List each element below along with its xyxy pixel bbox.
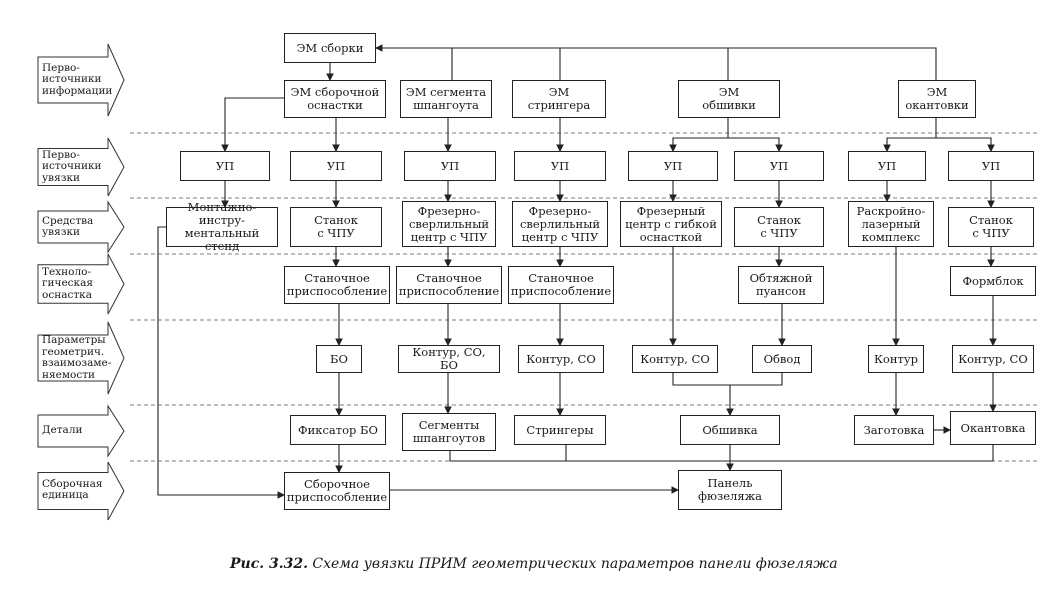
milling-center-box-2: Фрезерно- сверлильный центр с ЧПУ [512, 201, 608, 247]
row-label-r5: Параметры геометрич. взаимозаме- няемост… [42, 334, 112, 381]
row-label-r7: Сборочная единица [42, 477, 103, 501]
row-arrow-1 [37, 43, 125, 117]
stretch-punch-box: Обтяжной пуансон [738, 266, 824, 304]
assembly-stand-box: Монтажно-инстру- ментальный стенд [166, 201, 278, 253]
stringers-box: Стрингеры [514, 415, 606, 445]
bo-fixator-box: Фиксатор БО [290, 415, 386, 445]
em-frame-segment-box: ЭМ сегмента шпангоута [400, 80, 492, 118]
cnc-machine-box-2: Станок с ЧПУ [734, 207, 824, 247]
up-box-3: УП [404, 151, 496, 181]
cnc-machine-box-3: Станок с ЧПУ [948, 207, 1034, 247]
frame-segments-box: Сегменты шпангоутов [402, 413, 496, 451]
flexible-milling-center-box: Фрезерный центр с гибкой оснасткой [620, 201, 722, 247]
machine-fixture-box-1: Станочное приспособление [284, 266, 390, 304]
up-box-6: УП [734, 151, 824, 181]
outline-box: Обвод [752, 345, 812, 373]
up-box-7: УП [848, 151, 926, 181]
caption-prefix: Рис. 3.32. [230, 556, 308, 572]
row-label-r4: Техноло- гическая оснастка [42, 265, 93, 301]
row-arrow-5 [37, 321, 125, 395]
contour-box: Контур [868, 345, 924, 373]
contour-so-box-1: Контур, СО [518, 345, 604, 373]
milling-center-box-1: Фрезерно- сверлильный центр с ЧПУ [402, 201, 496, 247]
link-parts-bus [449, 445, 994, 462]
row-label-r1: Перво- источники информации [42, 61, 113, 97]
row-label-r6: Детали [42, 424, 83, 437]
row-label-r3: Средства увязки [42, 214, 94, 238]
edging-box: Окантовка [950, 411, 1036, 445]
caption-text: Схема увязки ПРИМ геометрических парамет… [307, 556, 838, 572]
link-stend-sbor [157, 226, 286, 499]
up-box-1: УП [180, 151, 270, 181]
link-ok-up8 [936, 137, 995, 153]
link-obs-up5 [669, 118, 729, 153]
em-stringer-box: ЭМ стрингера [512, 80, 606, 118]
machine-fixture-box-2: Станочное приспособление [396, 266, 502, 304]
laser-cutting-complex-box: Раскройно- лазерный комплекс [848, 201, 934, 247]
link-ks2-obsh [672, 373, 734, 417]
machine-fixture-box-3: Станочное приспособление [508, 266, 614, 304]
contour-so-box-2: Контур, СО [632, 345, 718, 373]
row-arrow-2 [37, 137, 125, 197]
bo-box: БО [316, 345, 362, 373]
em-edging-box: ЭМ окантовки [898, 80, 976, 118]
link-obs-up6 [728, 137, 783, 153]
cnc-machine-box-1: Станок с ЧПУ [290, 207, 382, 247]
link-ok-up7 [883, 118, 937, 153]
skin-box: Обшивка [680, 415, 780, 445]
up-box-5: УП [628, 151, 718, 181]
link-top-return [374, 44, 937, 80]
contour-so-bo-box: Контур, СО, БО [398, 345, 500, 373]
row-label-r2: Перво- источники увязки [42, 148, 102, 184]
row-arrow-3 [37, 200, 125, 254]
figure-caption: Рис. 3.32. Схема увязки ПРИМ геометричес… [230, 556, 870, 572]
up-box-8: УП [948, 151, 1034, 181]
up-box-2: УП [290, 151, 382, 181]
form-block-box: Формблок [950, 266, 1036, 296]
em-assembly-tooling-box: ЭМ сборочной оснастки [284, 80, 386, 118]
row-arrow-7 [37, 461, 125, 521]
link-osn-up1 [221, 97, 284, 153]
em-assembly-box: ЭМ сборки [284, 33, 376, 63]
contour-so-box-3: Контур, СО [952, 345, 1034, 373]
blank-box: Заготовка [854, 415, 934, 445]
row-arrow-6 [37, 404, 125, 458]
em-skin-box: ЭМ обшивки [678, 80, 780, 118]
row-arrow-4 [37, 253, 125, 315]
link-obvod-obsh [730, 373, 783, 386]
assembly-fixture-box: Сборочное приспособление [284, 472, 390, 510]
fuselage-panel-box: Панель фюзеляжа [678, 470, 782, 510]
up-box-4: УП [514, 151, 606, 181]
